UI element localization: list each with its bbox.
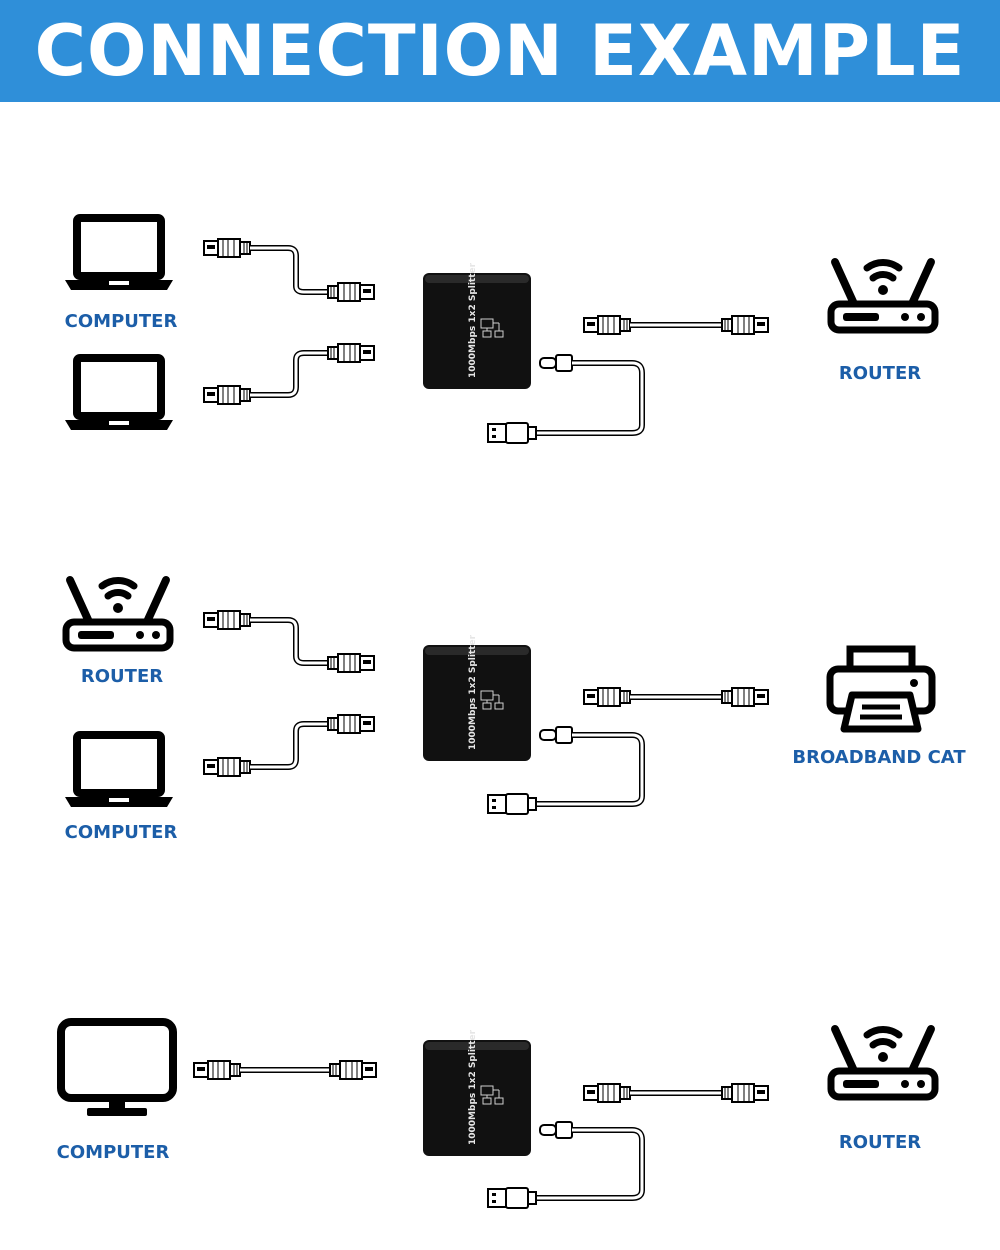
router-icon [831, 1029, 935, 1097]
splitter-device: 1000Mbps 1x2 Splitter [422, 262, 532, 390]
scene-1: COMPUTER 1000Mbps 1x2 Splitter [65, 218, 935, 444]
page-title: CONNECTION EXAMPLE [34, 10, 966, 92]
device-label: ROUTER [839, 1132, 921, 1153]
splitter-device: 1000Mbps 1x2 Splitter [422, 634, 532, 762]
device-label: COMPUTER [57, 1142, 170, 1163]
splitter-label: 1000Mbps 1x2 Splitter [468, 634, 478, 750]
device-label: COMPUTER [65, 822, 178, 843]
laptop-icon [65, 735, 173, 807]
usb-power-cable [487, 354, 645, 444]
ethernet-cable [584, 687, 769, 707]
ethernet-cable [204, 611, 375, 673]
laptop-icon [65, 358, 173, 430]
device-label: COMPUTER [65, 311, 178, 332]
router-icon [831, 262, 935, 330]
splitter-label: 1000Mbps 1x2 Splitter [468, 262, 478, 378]
header-banner: CONNECTION EXAMPLE [0, 0, 1000, 102]
monitor-icon [61, 1022, 173, 1116]
device-label: BROADBAND CAT [792, 747, 966, 768]
usb-power-cable [487, 1121, 645, 1209]
ethernet-cable [204, 239, 375, 302]
ethernet-cable [194, 1060, 377, 1080]
usb-power-cable [487, 726, 645, 815]
splitter-label: 1000Mbps 1x2 Splitter [468, 1029, 478, 1145]
device-label: ROUTER [839, 363, 921, 384]
laptop-icon [65, 218, 173, 290]
ethernet-cable [584, 1083, 769, 1103]
device-label: ROUTER [81, 666, 163, 687]
ethernet-cable [204, 714, 375, 776]
router-icon [66, 580, 170, 648]
ethernet-cable [204, 343, 375, 404]
ethernet-cable [584, 315, 769, 335]
splitter-device: 1000Mbps 1x2 Splitter [422, 1029, 532, 1157]
scene-3: COMPUTER 1000Mbps 1x2 Splitter ROUTER [57, 1022, 935, 1209]
scene-2: ROUTER COMPUTER 1000Mbps 1x2 Splitter [65, 580, 966, 843]
printer-icon [830, 649, 932, 729]
